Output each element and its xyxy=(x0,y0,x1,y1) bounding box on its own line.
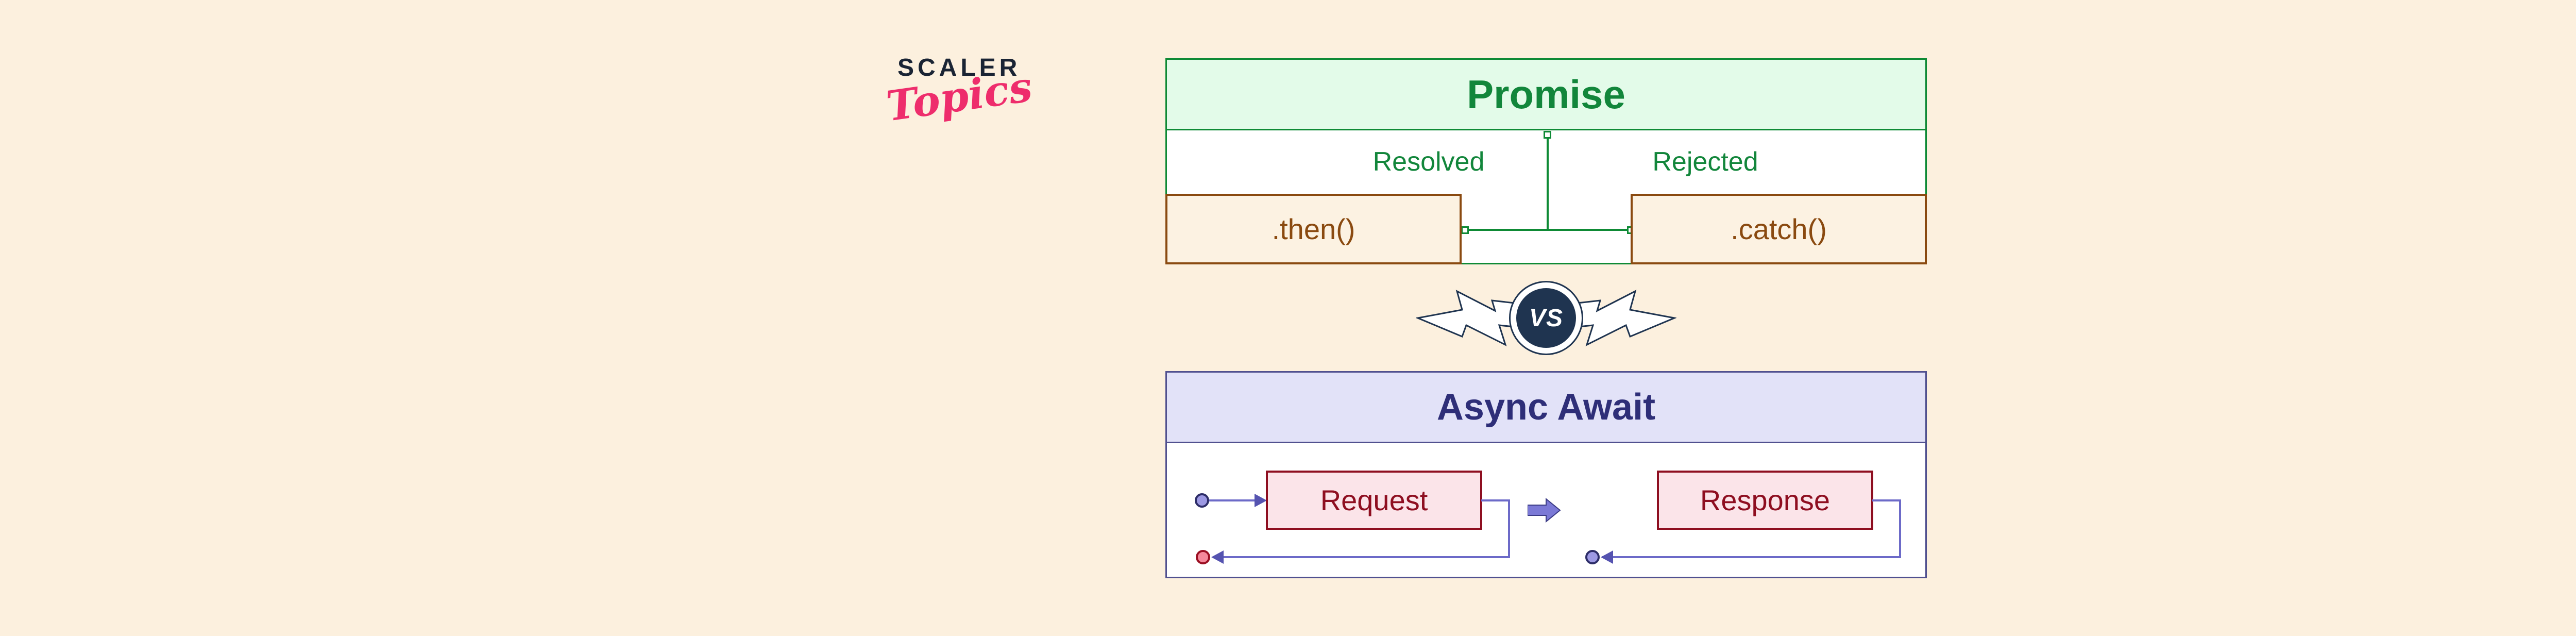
async-await-header: Async Await xyxy=(1167,373,1925,443)
async-await-title: Async Await xyxy=(1436,387,1656,428)
vs-label: VS xyxy=(1529,304,1564,332)
response-return-line-right xyxy=(1872,499,1901,501)
promise-panel: Promise Resolved Rejected .then() .catch… xyxy=(1165,58,1927,264)
handler-connector-line xyxy=(1462,229,1632,231)
resolved-label: Resolved xyxy=(1372,147,1485,177)
rejected-label: Rejected xyxy=(1652,147,1758,177)
response-end-node xyxy=(1585,550,1600,564)
then-box: .then() xyxy=(1165,194,1462,264)
async-await-panel: Async Await Request Response xyxy=(1165,371,1927,578)
response-return-line-down xyxy=(1899,499,1901,558)
response-return-arrowhead-icon xyxy=(1601,550,1613,564)
scaler-topics-logo: SCALER Topics xyxy=(884,49,1041,163)
request-box: Request xyxy=(1266,471,1482,530)
request-return-line-right xyxy=(1481,499,1510,501)
response-label: Response xyxy=(1700,484,1831,516)
scaler-wordmark: SCALER xyxy=(897,54,1021,81)
response-box: Response xyxy=(1657,471,1873,530)
connector-square-left xyxy=(1461,226,1469,234)
vs-badge: VS xyxy=(1516,288,1576,348)
request-label: Request xyxy=(1320,484,1428,516)
promise-header: Promise xyxy=(1167,60,1925,130)
start-to-request-line xyxy=(1209,499,1260,501)
request-return-line-down xyxy=(1508,499,1510,558)
then-label: .then() xyxy=(1272,213,1355,245)
promise-title: Promise xyxy=(1467,71,1625,117)
forward-block-arrow-icon xyxy=(1528,497,1561,523)
response-return-line-bottom xyxy=(1602,556,1901,558)
request-return-line-bottom xyxy=(1224,556,1510,558)
connector-square-top xyxy=(1544,131,1551,139)
request-arrowhead-icon xyxy=(1255,494,1267,507)
flow-start-node xyxy=(1195,493,1209,508)
request-end-node xyxy=(1196,550,1210,564)
catch-label: .catch() xyxy=(1731,213,1827,245)
promise-branch-line xyxy=(1547,131,1549,230)
request-return-arrowhead-icon xyxy=(1211,550,1224,564)
catch-box: .catch() xyxy=(1631,194,1927,264)
